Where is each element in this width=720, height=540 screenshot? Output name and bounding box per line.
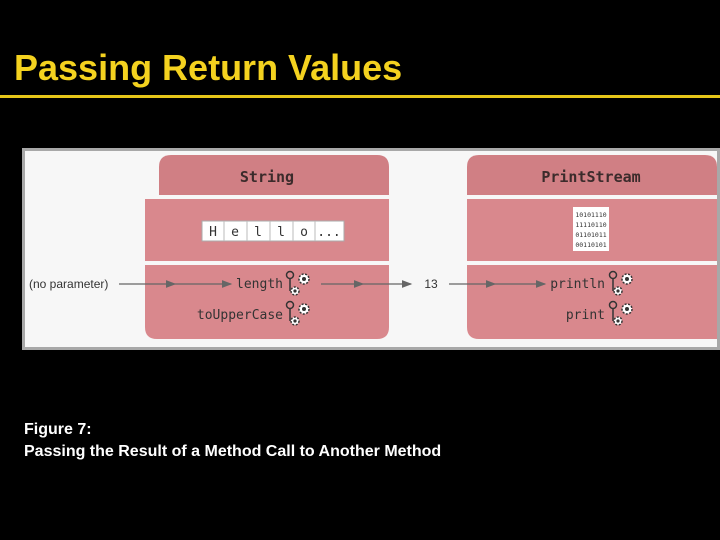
string-class-name: String [240,168,294,186]
method-length: length [236,277,283,292]
printstream-class-name: PrintStream [541,168,640,186]
figure-caption-text: Passing the Result of a Method Call to A… [24,443,442,460]
return-value: 13 [424,277,438,291]
slide-title: Passing Return Values [14,47,403,88]
figure-caption: Figure 7: Passing the Result of a Method… [24,419,441,463]
binary-line: 10101110 [575,211,606,219]
char-cell: e [231,225,239,240]
method-print: print [566,308,605,323]
diagram-canvas: String H e l l o ... length toUpperCase [29,155,717,339]
char-cell: o [300,225,308,240]
binary-line: 01101011 [575,231,606,239]
title-underline [0,95,720,98]
diagram-figure: String H e l l o ... length toUpperCase [22,148,720,350]
char-cell: H [209,225,217,240]
method-touppercase: toUpperCase [197,308,283,323]
printstream-object: PrintStream 10101110 11110110 01101011 0… [467,155,717,339]
method-println: println [550,277,605,292]
figure-label: Figure 7: [24,421,92,438]
binary-line: 11110110 [575,221,606,229]
binary-line: 00110101 [575,241,606,249]
char-cell: l [254,225,262,240]
input-label: (no parameter) [29,277,108,291]
string-characters: H e l l o ... [201,220,345,242]
char-cell: ... [317,225,340,240]
string-object: String H e l l o ... length toUpperCase [145,155,389,339]
binary-data: 10101110 11110110 01101011 00110101 [573,207,609,251]
char-cell: l [277,225,285,240]
